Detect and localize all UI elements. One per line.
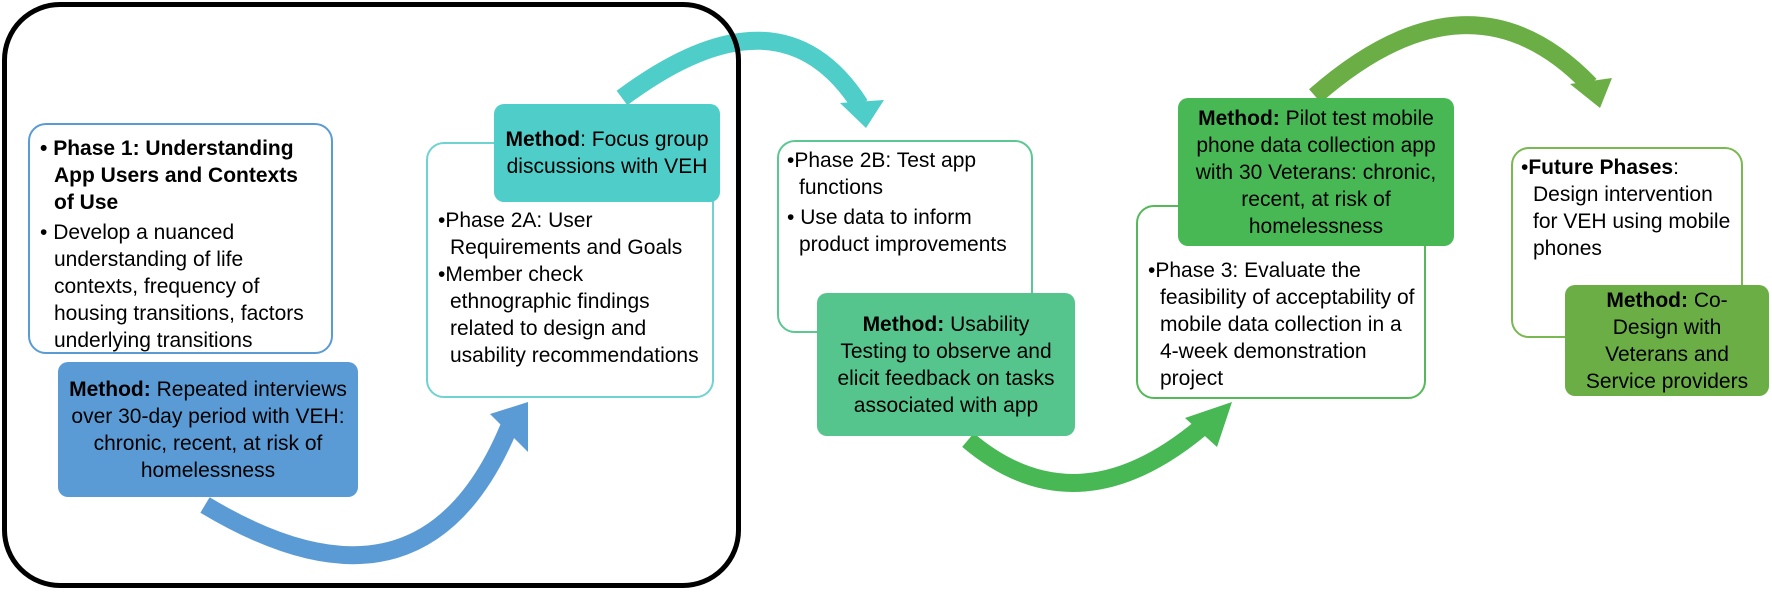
future-phases-body: : Design intervention for VEH using mobi…	[1533, 156, 1731, 260]
future-phases-heading: Future Phases	[1528, 156, 1674, 179]
future-phases-method-box: Method: Co-Design with Veterans and Serv…	[1565, 285, 1769, 396]
arrow-phase2a-to-phase2b-head	[840, 100, 884, 128]
phase3-method-text: Pilot test mobile phone data collection …	[1195, 106, 1437, 238]
phase3-method-label: Method:	[1198, 106, 1280, 130]
phase1-2a-group-frame	[2, 2, 741, 588]
future-method-text: Co-Design with Veterans and Service prov…	[1585, 288, 1749, 393]
phase2b-method-box: Method: Usability Testing to observe and…	[817, 293, 1075, 436]
phase2a-point1: •Phase 2A: User Requirements and Goals	[438, 209, 683, 259]
phase2a-method-label: Method	[505, 128, 581, 151]
phase1-heading: • Phase 1: Understanding App Users and C…	[40, 137, 298, 214]
arrow-phase3-to-future	[1309, 16, 1597, 103]
phase2a-point2: •Member check ethnographic findings rela…	[438, 263, 699, 367]
phase1-method-label: Method:	[69, 377, 151, 401]
arrow-phase2b-to-phase3	[962, 413, 1216, 492]
phase3-point: •Phase 3: Evaluate the feasibility of ac…	[1148, 259, 1415, 390]
arrow-phase2a-to-phase2b	[616, 31, 868, 110]
arrow-phase1-to-phase2a	[200, 408, 524, 565]
arrow-phase2b-to-phase3-head	[1185, 402, 1232, 447]
phase2a-method-text: : Focus group discussions with VEH	[506, 128, 709, 178]
arrow-phase1-to-phase2a-head	[490, 402, 528, 452]
phase1-method-box: Method: Repeated interviews over 30-day …	[58, 362, 358, 497]
phase2a-method-box: Method: Focus group discussions with VEH	[494, 104, 720, 202]
phase3-method-box: Method: Pilot test mobile phone data col…	[1178, 98, 1454, 246]
future-phases-text: •Future Phases: Design intervention for …	[1521, 156, 1731, 260]
phase2b-method-label: Method:	[862, 312, 945, 336]
phase1-point: • Develop a nuanced understanding of lif…	[40, 221, 304, 352]
phase1-box: • Phase 1: Understanding App Users and C…	[28, 123, 333, 354]
phase2b-point1: •Phase 2B: Test app functions	[787, 149, 977, 199]
future-method-label: Method:	[1606, 288, 1688, 312]
phase2b-point2: • Use data to inform product improvement…	[787, 206, 1007, 256]
phase1-method-text: Repeated interviews over 30-day period w…	[71, 377, 347, 482]
arrow-phase3-to-future-head	[1570, 78, 1612, 108]
phase2b-method-text: Usability Testing to observe and elicit …	[837, 312, 1055, 417]
